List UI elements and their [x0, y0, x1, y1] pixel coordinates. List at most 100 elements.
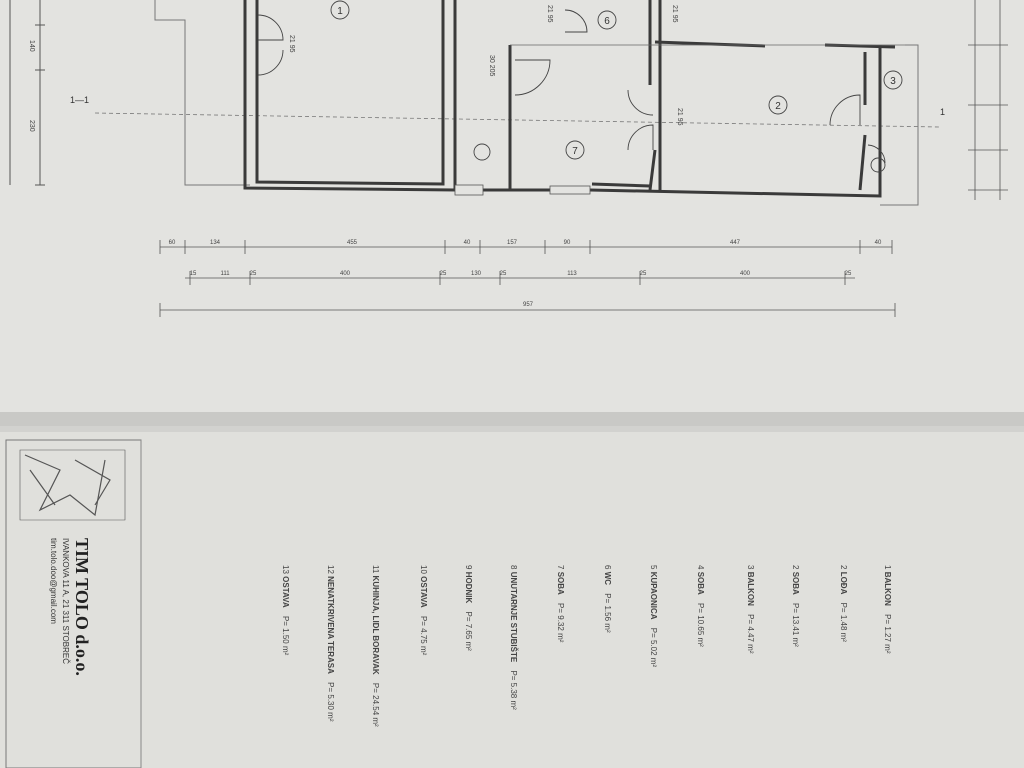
legend-room-area: P= 5.02 m²	[649, 627, 658, 668]
legend-number: 3	[746, 565, 755, 570]
door-label: 21 95	[676, 108, 683, 126]
room-markers	[330, 0, 903, 173]
legend-number: 7	[556, 565, 565, 570]
room-number: 3	[890, 76, 896, 87]
dimension-value: 25	[845, 271, 852, 277]
legend-room-area: P= 5.38 m²	[509, 670, 518, 710]
door-label: 21 95	[288, 35, 295, 53]
legend-number: 2	[791, 565, 800, 570]
legend-number: 11	[371, 565, 380, 574]
legend-item: 8 UNUTARNJE STUBIŠTE P= 5.38 m²	[509, 565, 518, 710]
dimension-value: 90	[564, 240, 571, 246]
dimension-lines	[160, 246, 895, 311]
legend-room-area: P= 1.27 m²	[883, 614, 892, 654]
legend-number: 9	[464, 565, 473, 570]
dimension-value: 40	[464, 240, 471, 246]
dimension-value: 25	[440, 271, 447, 277]
legend-item: 12 NENATKRIVENA TERASA P= 5.30 m²	[326, 565, 335, 722]
legend-room-name: HODNIK	[464, 571, 473, 604]
legend-item: 4 SOBA P= 10.65 m²	[696, 565, 705, 647]
dimension-value: 111	[220, 271, 230, 277]
dimension-total: 957	[523, 302, 534, 308]
legend-number: 8	[509, 565, 518, 570]
left-dimension-strip	[9, 0, 45, 186]
legend-room-name: KUPAONICA	[649, 571, 658, 620]
legend-item: 13 OSTAVA P= 1.50 m²	[281, 565, 290, 655]
dimension-value: 455	[347, 240, 358, 246]
legend-room-name: UNUTARNJE STUBIŠTE	[509, 571, 518, 663]
legend-room-name: WC	[603, 571, 612, 586]
door-label: 21 95	[546, 5, 553, 23]
legend-room-name: KUHINJA, LIDL BORAVAK	[371, 575, 380, 675]
dimension-ticks	[159, 240, 896, 317]
dimension-value: 15	[190, 271, 197, 277]
upper-paper-sheet	[0, 0, 1024, 415]
dimension-value: 25	[500, 271, 507, 277]
svg-text:230: 230	[28, 120, 35, 132]
legend-room-area: P= 4.75 m²	[419, 615, 428, 656]
legend-item: 2 LOĐA P= 1.48 m²	[839, 565, 848, 642]
paper-fold	[0, 412, 1024, 428]
legend-room-name: BALKON	[746, 571, 755, 606]
legend-item: 11 KUHINJA, LIDL BORAVAK P= 24.54 m²	[371, 565, 380, 727]
legend-number: 6	[603, 565, 612, 570]
section-label-left: 1—1	[70, 95, 89, 105]
svg-text:140: 140	[28, 40, 35, 52]
dimension-value: 400	[340, 271, 351, 277]
dimension-value: 25	[640, 271, 647, 277]
dimension-value: 400	[740, 271, 751, 277]
walls	[243, 0, 896, 198]
room-number: 6	[604, 16, 610, 27]
legend-room-name: OSTAVA	[281, 576, 290, 608]
door-swings	[257, 9, 886, 164]
legend-item: 7 SOBA P= 9.32 m²	[556, 565, 565, 642]
svg-text:1: 1	[940, 107, 945, 117]
legend-room-name: BALKON	[883, 571, 892, 606]
legend-room-name: NENATKRIVENA TERASA	[326, 576, 335, 674]
legend-room-area: P= 4.47 m²	[746, 614, 755, 654]
legend-number: 13	[281, 565, 290, 574]
company-email: tim.tolo.doo@gmail.com	[49, 538, 58, 624]
legend-number: 5	[649, 565, 658, 570]
legend-room-area: P= 13.41 m²	[791, 603, 800, 647]
dimension-value: 25	[250, 271, 257, 277]
legend-item: 9 HODNIK P= 7.65 m²	[464, 565, 473, 651]
legend-item: 2 SOBA P= 13.41 m²	[791, 565, 800, 647]
room-number: 2	[775, 101, 781, 112]
legend-number: 10	[419, 565, 428, 574]
company-address: IVANKOVA 11 A, 21 311 STOBREČ	[61, 538, 70, 664]
legend-number: 1	[883, 565, 892, 570]
lower-paper-sheet	[0, 425, 1024, 768]
legend-item: 1 BALKON P= 1.27 m²	[883, 565, 892, 654]
legend-room-name: SOBA	[696, 571, 705, 595]
legend-number: 2	[839, 565, 848, 570]
legend-number: 12	[326, 565, 335, 574]
legend-item: 3 BALKON P= 4.47 m²	[746, 565, 755, 654]
legend-room-area: P= 1.48 m²	[839, 602, 848, 642]
legend-room-name: LOĐA	[839, 571, 848, 595]
dimension-value: 157	[507, 240, 518, 246]
legend-room-area: P= 10.65 m²	[696, 603, 705, 647]
dimension-value: 134	[210, 240, 221, 246]
door-label: 21 95	[671, 5, 678, 23]
legend-room-area: P= 1.50 m²	[281, 615, 290, 656]
legend-room-name: OSTAVA	[419, 576, 428, 608]
legend-item: 10 OSTAVA P= 4.75 m²	[419, 565, 428, 655]
room-number: 7	[572, 146, 578, 157]
room-number: 1	[337, 6, 343, 17]
legend-room-area: P= 1.56 m²	[603, 593, 612, 633]
dimension-value: 130	[471, 271, 482, 277]
legend-item: 5 KUPAONICA P= 5.02 m²	[649, 565, 658, 667]
legend-room-name: SOBA	[556, 571, 565, 595]
dimension-value: 113	[567, 271, 577, 277]
dimension-value: 447	[730, 240, 741, 246]
legend-room-area: P= 24.54 m²	[371, 682, 380, 727]
section-line	[94, 112, 941, 128]
dimension-value: 60	[169, 240, 176, 246]
legend-item: 6 WC P= 1.56 m²	[603, 565, 612, 633]
legend-number: 4	[696, 565, 705, 570]
door-label: 30 205	[488, 55, 495, 77]
right-dimension-strip	[968, 0, 1008, 200]
building-outline	[154, 0, 250, 186]
